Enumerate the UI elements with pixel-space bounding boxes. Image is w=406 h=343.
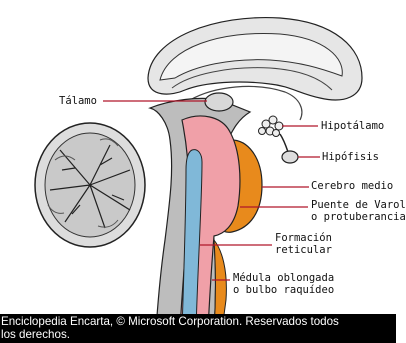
label-cerebro-medio: Cerebro medio — [311, 180, 393, 192]
label-formacion: Formación reticular — [275, 233, 332, 256]
label-hipofisis: Hipófisis — [322, 151, 379, 163]
caption-line2: los derechos. — [1, 328, 396, 341]
pituitary — [282, 151, 298, 163]
label-medula: Médula oblongada o bulbo raquídeo — [233, 273, 334, 296]
cerebellum — [35, 123, 145, 247]
pituitary-stalk — [280, 134, 288, 152]
label-formacion-line2: reticular — [275, 245, 332, 257]
label-puente-line1: Puente de Varolio — [311, 200, 406, 212]
label-puente: Puente de Varolio o protuberancia anular — [311, 200, 406, 223]
thalamus — [205, 93, 233, 111]
label-talamo: Tálamo — [59, 95, 97, 107]
hypothalamus-cluster — [259, 116, 284, 137]
label-hipotalamo: Hipotálamo — [321, 120, 384, 132]
label-puente-line2: o protuberancia anular — [311, 212, 406, 224]
label-formacion-line1: Formación — [275, 233, 332, 245]
label-medula-line1: Médula oblongada — [233, 273, 334, 285]
label-medula-line2: o bulbo raquídeo — [233, 285, 334, 297]
caption-line1: Enciclopedia Encarta, © Microsoft Corpor… — [1, 315, 396, 328]
copyright-caption: Enciclopedia Encarta, © Microsoft Corpor… — [0, 314, 396, 343]
